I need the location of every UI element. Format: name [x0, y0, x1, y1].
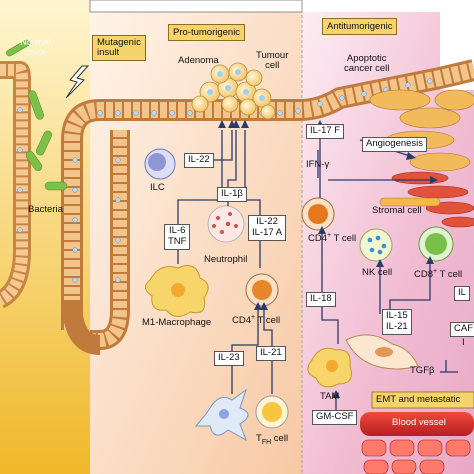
tfh-tail: cell: [271, 433, 289, 444]
il1b-box: IL-1β: [217, 187, 247, 202]
tam-nucleus: [326, 360, 338, 372]
tfh-text: T: [256, 433, 262, 444]
tam-label: TAM: [320, 391, 340, 402]
cd4-right-text: CD4: [308, 233, 328, 245]
tgf-beta-label: TGFβ: [410, 365, 435, 376]
il21-box: IL-21: [256, 346, 286, 361]
cd4-left-text: CD4: [232, 315, 252, 327]
epithelial-nuclei: [17, 78, 433, 283]
cd4-right-label: CD4+ T cell: [308, 232, 356, 245]
cd8-tail: T cell: [437, 269, 463, 281]
ifn-gamma-label: IFN-γ: [306, 159, 330, 170]
cd4-left-tail: T cell: [255, 315, 281, 327]
crypt-inner-wall-cells: [90, 130, 127, 347]
dendritic-nucleus: [219, 409, 229, 419]
crypt-bottom: [62, 299, 101, 355]
il22-il17a-box: IL-22 IL-17 A: [248, 215, 287, 241]
il15-il21-box: IL-15 IL-21: [382, 309, 412, 335]
cd8-sup: +: [433, 268, 438, 275]
nk-cell-label: NK cell: [362, 267, 393, 278]
cd4-left-nucleus: [252, 280, 272, 300]
cd4-right-sup: +: [327, 232, 332, 239]
emt-banner-label: EMT and metastatic: [376, 394, 461, 405]
stromal-cell-label: Stromal cell: [372, 205, 422, 216]
cd4-right-tail: T cell: [331, 233, 357, 245]
tfh-nucleus: [262, 402, 282, 422]
ilc-label: ILC: [150, 182, 165, 193]
tfh-label: TFH cell: [256, 433, 289, 447]
m1-nucleus: [171, 283, 185, 297]
il-cut-box: IL: [454, 286, 470, 301]
red-blood-cells: [361, 439, 471, 474]
fibroblast-nucleus: [375, 347, 393, 357]
stromal-cell-shape: [379, 197, 441, 207]
blood-vessel-label: Blood vessel: [392, 417, 446, 428]
ifn-arrowhead: [430, 176, 438, 184]
adenoma-nuclei: [207, 69, 265, 101]
cd8-label: CD8+ T cell: [414, 268, 462, 281]
cd8-text: CD8: [414, 269, 434, 281]
cd4-left-sup: +: [251, 314, 256, 321]
adenoma-label: Adenoma: [178, 55, 219, 66]
mutagenic-header: Mutagenic insult: [92, 35, 146, 61]
blood-vessel-shape: [360, 412, 474, 436]
nk-cell: [359, 228, 393, 262]
neutrophil-granules: [212, 212, 238, 234]
lightning-icon: [65, 65, 90, 99]
top-white-band: [90, 0, 474, 12]
antitumorigenic-header: Antitumorigenic: [322, 18, 398, 35]
tumour-cell-label: Tumour cell: [256, 50, 289, 72]
normal-crypt-label: Normal crypt: [20, 37, 51, 59]
neutrophil-label: Neutrophil: [204, 254, 248, 265]
il17f-arrowhead: [406, 152, 416, 160]
caf-box: CAF: [450, 322, 474, 337]
il23-box: IL-23: [214, 351, 244, 366]
bacteria-group: [6, 39, 68, 191]
m1-macrophage-label: M1-Macrophage: [142, 317, 212, 328]
il18-box: IL-18: [306, 292, 336, 307]
ilc-nucleus: [148, 153, 166, 171]
cd4-right-nucleus: [308, 204, 328, 224]
gm-csf-box: GM-CSF: [312, 410, 358, 425]
nk-granules: [367, 235, 387, 255]
crypt-wall-left-inner: [0, 64, 28, 306]
angiogenesis-box: Angiogenesis: [362, 137, 428, 152]
apoptotic-label: Apoptotic cancer cell: [344, 53, 390, 75]
i-cut-label: I: [462, 337, 465, 348]
cd4-left-label: CD4+ T cell: [232, 314, 280, 327]
cd8-nucleus: [425, 233, 447, 255]
il6-tnf-box: IL-6 TNF: [164, 224, 191, 250]
il22-top-box: IL-22: [184, 153, 214, 168]
bacteria-label: Bacteria: [28, 204, 63, 215]
il17f-box: IL-17 F: [306, 124, 345, 139]
pro-tumorigenic-header: Pro-tumorigenic: [168, 24, 246, 41]
emt-banner-bg: [371, 391, 474, 409]
tfh-sub: FH: [261, 438, 272, 446]
